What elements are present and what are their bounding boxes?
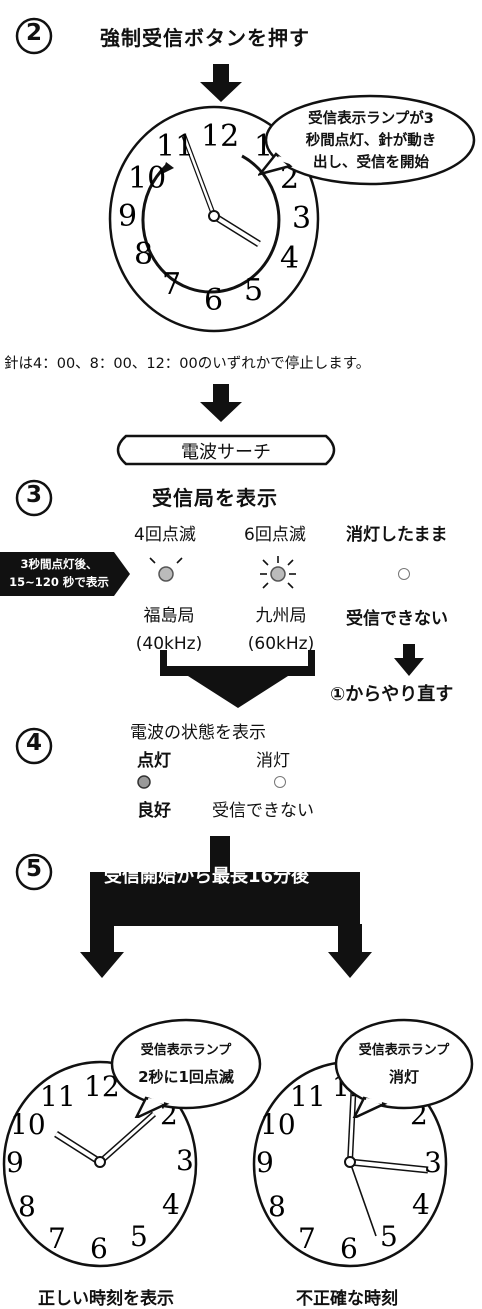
clock-num-12: 12 (201, 119, 239, 154)
signal-off-label: 消灯 (256, 751, 290, 771)
signal-fail-label: 受信できない (212, 801, 314, 821)
circled-number-icon (15, 853, 53, 891)
step-3-number: 3 (25, 482, 42, 508)
signal-on-label: 点灯 (137, 751, 171, 771)
merge-arrow-icon (160, 650, 315, 708)
side-label-banner (0, 552, 130, 596)
bubble-right-text: 受信表示ランプ 消灯 (334, 1038, 474, 1090)
caption-correct: 正しい時刻を表示 (38, 1289, 174, 1309)
step-2-title: 強制受信ボタンを押す (100, 26, 310, 50)
clock-num-6: 6 (90, 1232, 108, 1265)
col2-freq: (60kHz) (247, 634, 315, 654)
speech-bubble-right (334, 1018, 474, 1118)
step-5-marker: 5 (14, 852, 54, 892)
clock-num-7: 7 (48, 1222, 66, 1255)
clock-num-6: 6 (204, 283, 223, 318)
clock-num-10: 10 (260, 1108, 296, 1141)
col1-station: 福島局 (40kHz) (128, 602, 210, 658)
bubble-top-line3: 出し、受信を開始 (313, 155, 429, 171)
bubble-top-text: 受信表示ランプが3 秒間点灯、針が動き 出し、受信を開始 (276, 108, 466, 174)
split-arrow-icon (80, 836, 372, 978)
col2-station: 九州局 (60kHz) (236, 602, 326, 658)
clock-num-3: 3 (176, 1144, 194, 1177)
col1-station-name: 福島局 (143, 606, 195, 626)
speech-bubble-top (258, 94, 476, 186)
step-3-title: 受信局を表示 (152, 486, 278, 510)
signal-good-label: 良好 (137, 801, 171, 821)
down-arrow-icon (200, 64, 242, 102)
clock-num-3: 3 (424, 1146, 442, 1179)
bubble-right-line2: 消灯 (388, 1068, 419, 1086)
side-label-text: 3秒間点灯後、 15~120 秒で表示 (0, 555, 118, 591)
down-arrow-icon (200, 384, 242, 422)
clock-num-5: 5 (244, 273, 263, 308)
lamp-off-icon (274, 776, 286, 788)
lamp-off-icon (398, 568, 410, 580)
clock-num-7: 7 (162, 267, 181, 302)
step-2-marker: 2 (14, 16, 54, 56)
clock-num-6: 6 (340, 1232, 358, 1265)
bubble-left-line1: 受信表示ランプ (140, 1043, 232, 1058)
clock-num-4: 4 (162, 1188, 180, 1221)
down-arrow-icon (394, 644, 424, 676)
bubble-top-line1: 受信表示ランプが3 (308, 111, 434, 127)
clock-num-8: 8 (134, 237, 153, 272)
radio-search-button[interactable]: 電波サーチ (106, 432, 346, 468)
side-label-line1: 3秒間点灯後、 (20, 557, 98, 571)
col3-retry: ①からやり直す (330, 684, 454, 705)
clock-num-9: 9 (6, 1146, 24, 1179)
clock-num-4: 4 (412, 1188, 430, 1221)
clock-num-3: 3 (292, 201, 311, 236)
bubble-left-text: 受信表示ランプ 2秒に1回点滅 (112, 1038, 260, 1090)
col2-station-name: 九州局 (255, 606, 307, 626)
step-2-number: 2 (25, 20, 42, 46)
clock-num-7: 7 (298, 1222, 316, 1255)
clock-num-9: 9 (256, 1146, 274, 1179)
lamp-on-icon (137, 775, 151, 789)
clock-num-10: 10 (128, 161, 166, 196)
stop-note: 針は4：00、8：00、12：00のいずれかで停止します。 (4, 356, 371, 372)
clock-num-5: 5 (380, 1220, 398, 1253)
bubble-left-line2: 2秒に1回点滅 (138, 1068, 234, 1086)
circled-number-icon (15, 17, 53, 55)
clock-num-5: 5 (130, 1220, 148, 1253)
side-label-line2: 15~120 秒で表示 (9, 575, 109, 589)
caption-inaccurate: 不正確な時刻 (296, 1289, 398, 1309)
clock-num-4: 4 (280, 241, 299, 276)
col1-blink: 4回点滅 (134, 525, 196, 545)
lamp-blink-icon (149, 557, 183, 582)
col2-blink: 6回点滅 (244, 525, 306, 545)
clock-num-9: 9 (118, 199, 137, 234)
col3-result: 受信できない (346, 609, 448, 629)
step-4-marker: 4 (14, 726, 54, 766)
clock-num-8: 8 (18, 1190, 36, 1223)
button-frame-icon (116, 434, 336, 466)
step-5-number: 5 (25, 856, 42, 882)
circled-number-icon (15, 727, 53, 765)
bubble-top-line2: 秒間点灯、針が動き (305, 133, 437, 149)
step-5-banner: 受信開始から最長16分後 (104, 866, 310, 887)
clock-num-11: 11 (156, 129, 194, 164)
clock-num-11: 11 (290, 1080, 326, 1113)
clock-num-10: 10 (10, 1108, 46, 1141)
col3-state: 消灯したまま (346, 525, 448, 545)
radio-search-label: 電波サーチ (181, 442, 271, 463)
step-4-title: 電波の状態を表示 (130, 723, 266, 743)
clock-num-8: 8 (268, 1190, 286, 1223)
circled-number-icon (15, 479, 53, 517)
speech-bubble-left (110, 1018, 262, 1118)
clock-num-11: 11 (40, 1080, 76, 1113)
bubble-right-line1: 受信表示ランプ (358, 1043, 450, 1058)
lamp-blink-icon (260, 556, 296, 589)
step-3-marker: 3 (14, 478, 54, 518)
clock-face-top: 12 1 2 3 4 5 6 7 8 9 10 11 (108, 105, 320, 333)
col1-freq: (40kHz) (135, 634, 203, 654)
step-4-number: 4 (25, 730, 42, 756)
